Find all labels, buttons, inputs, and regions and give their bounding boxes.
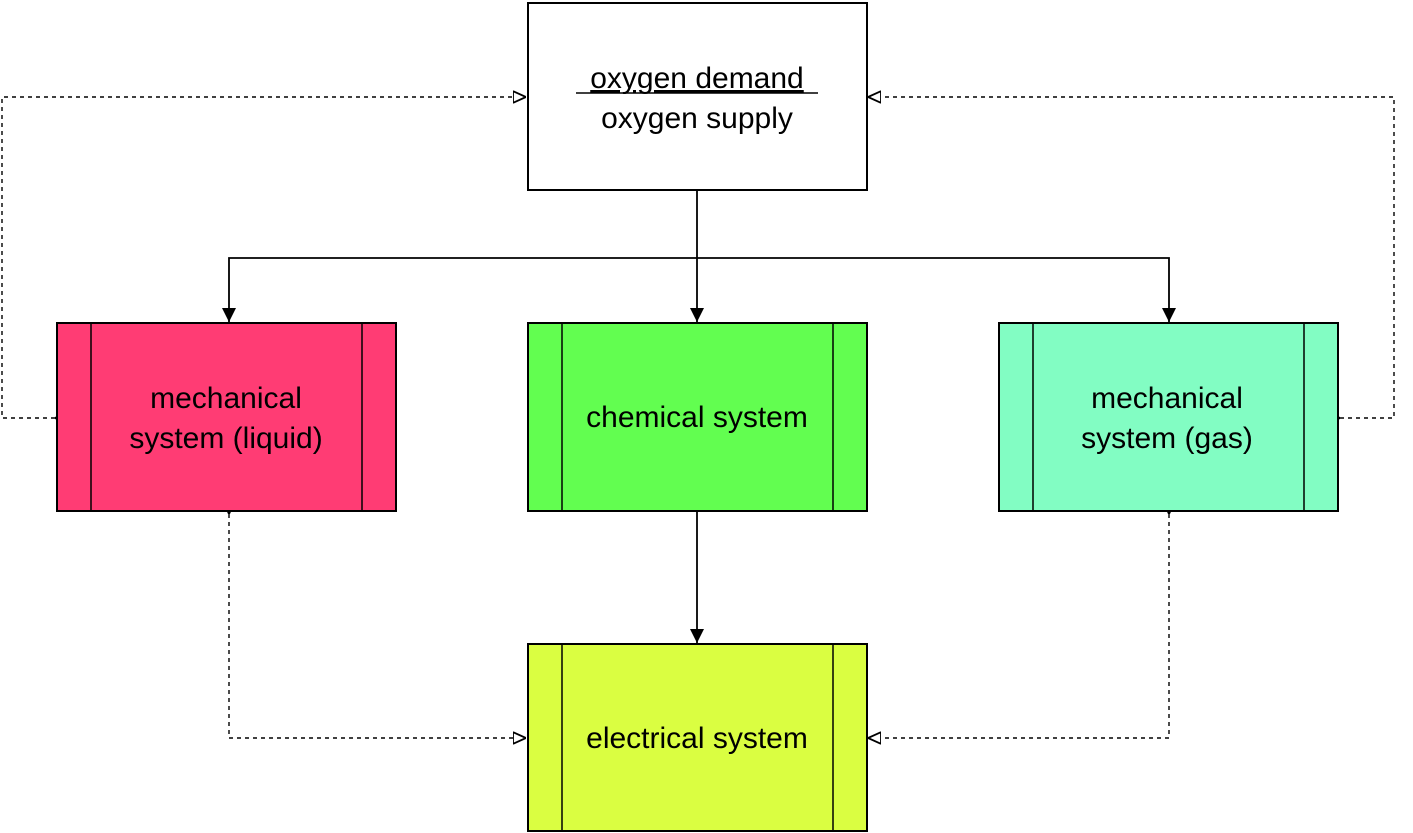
edge-oxygen-to-mech-gas <box>697 257 1176 322</box>
node-chemical-label: chemical system <box>586 401 808 434</box>
node-chemical-box <box>527 322 868 512</box>
edge-mech-liquid-electrical <box>229 514 526 738</box>
node-electrical-box <box>527 643 868 832</box>
edge-oxygen-to-mech-liquid <box>222 257 697 322</box>
node-mech-liquid: mechanical system (liquid) <box>56 322 397 512</box>
connectors <box>1 97 1395 738</box>
node-oxygen-supply-label: oxygen supply <box>601 102 793 135</box>
node-oxygen-demand-label: oxygen demand <box>590 62 804 95</box>
node-mech-gas-label-line1: mechanical <box>1091 382 1243 415</box>
edge-mech-gas-oxygen <box>868 97 1395 418</box>
node-chemical: chemical system <box>527 322 868 512</box>
node-electrical-label: electrical system <box>586 722 808 755</box>
node-mech-liquid-box <box>56 322 397 512</box>
node-oxygen: oxygen demand oxygen supply <box>527 2 868 191</box>
node-mech-gas: mechanical system (gas) <box>998 322 1339 512</box>
node-mech-liquid-label-line1: mechanical <box>150 382 302 415</box>
edge-mech-liquid-oxygen <box>1 97 526 418</box>
node-oxygen-box <box>527 2 868 191</box>
node-mech-gas-label-line2: system (gas) <box>1081 422 1253 455</box>
edge-mech-gas-electrical <box>868 514 1169 738</box>
node-electrical: electrical system <box>527 643 868 832</box>
node-mech-liquid-label-line2: system (liquid) <box>129 422 322 455</box>
node-mech-gas-box <box>998 322 1339 512</box>
